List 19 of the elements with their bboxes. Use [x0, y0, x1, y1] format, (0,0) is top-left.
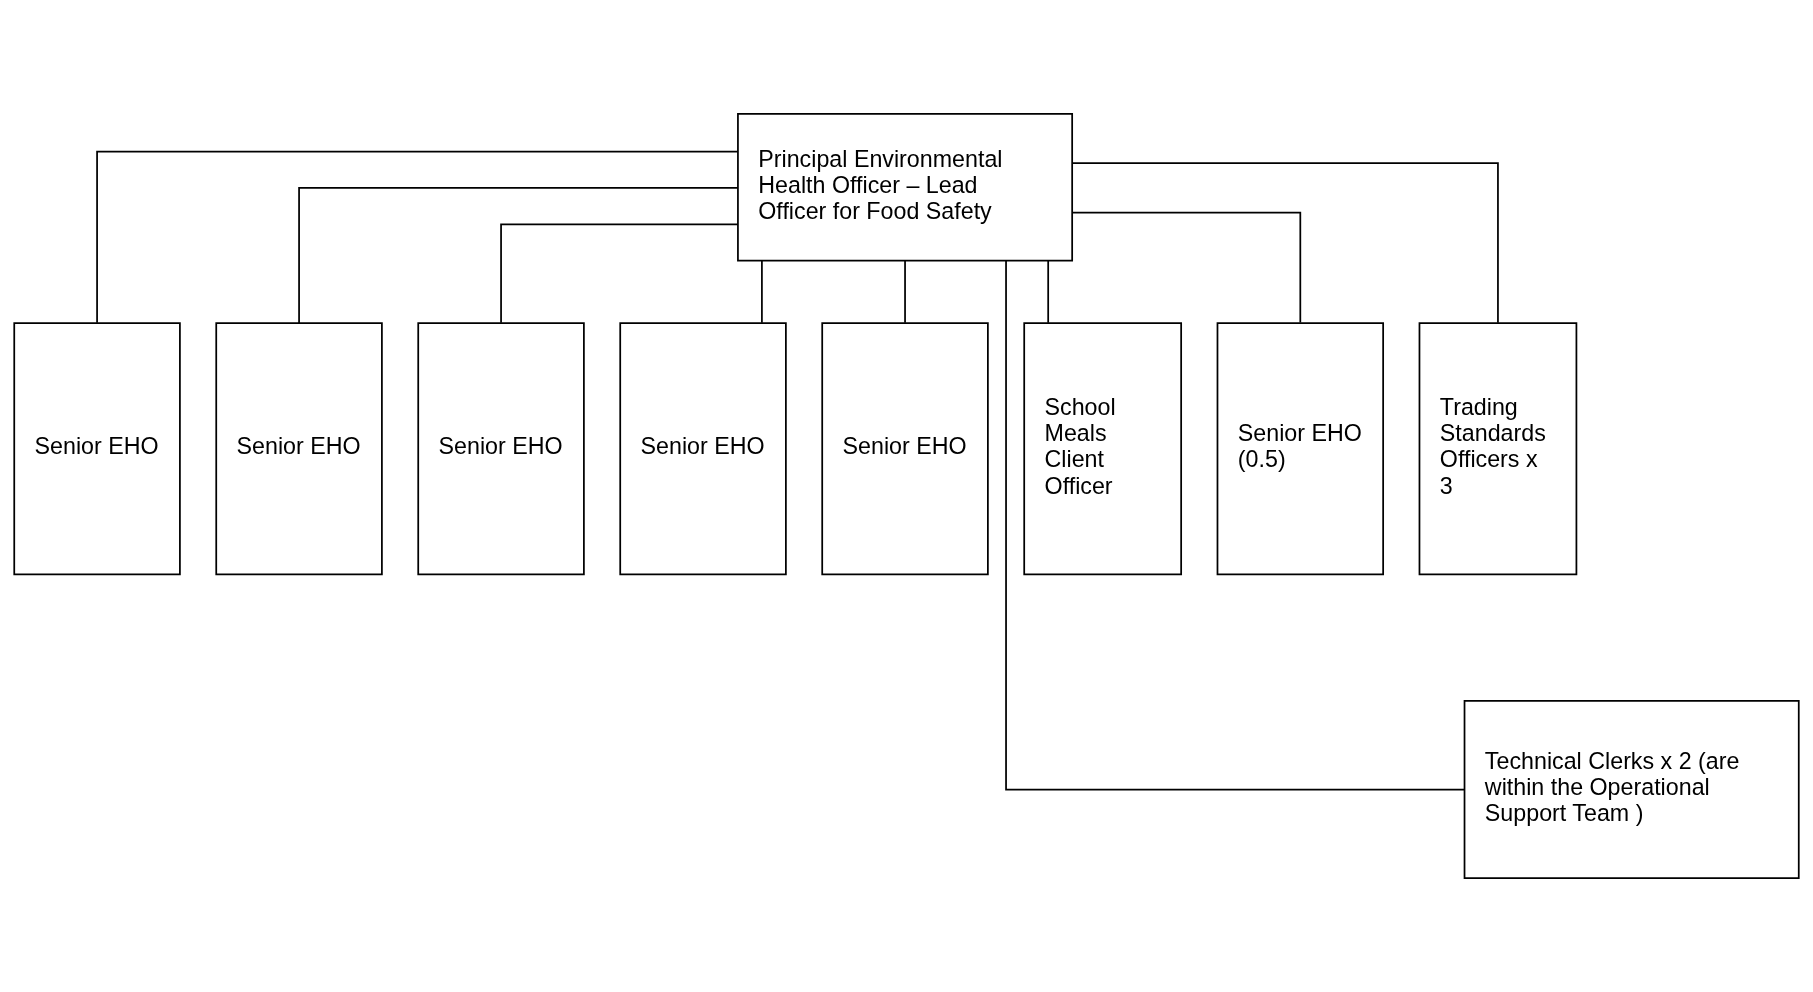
connector [761, 259, 763, 324]
connector [298, 187, 739, 324]
node-box: Senior EHO [215, 322, 383, 576]
node-box: Senior EHO [619, 322, 787, 576]
node-box: Senior EHO [417, 322, 585, 576]
connector [904, 259, 906, 324]
connector [1071, 211, 1302, 324]
node-box: Principal Environmental Health Officer – Lead Officer for Food Safety [737, 112, 1074, 262]
node-box: Senior EHO (0.5) [1216, 322, 1384, 576]
node-box: Senior EHO [821, 322, 989, 576]
connector [1071, 162, 1499, 324]
node-box: School Meals Client Officer [1023, 322, 1182, 576]
node-box: Senior EHO [13, 322, 181, 576]
connector [96, 150, 739, 324]
node-box: Trading Standards Officers x 3 [1418, 322, 1578, 576]
connector [1005, 260, 1466, 791]
connector [500, 223, 739, 324]
connector [1047, 259, 1050, 324]
node-box: Technical Clerks x 2 (are within the Operational Support Team ) [1463, 700, 1800, 880]
